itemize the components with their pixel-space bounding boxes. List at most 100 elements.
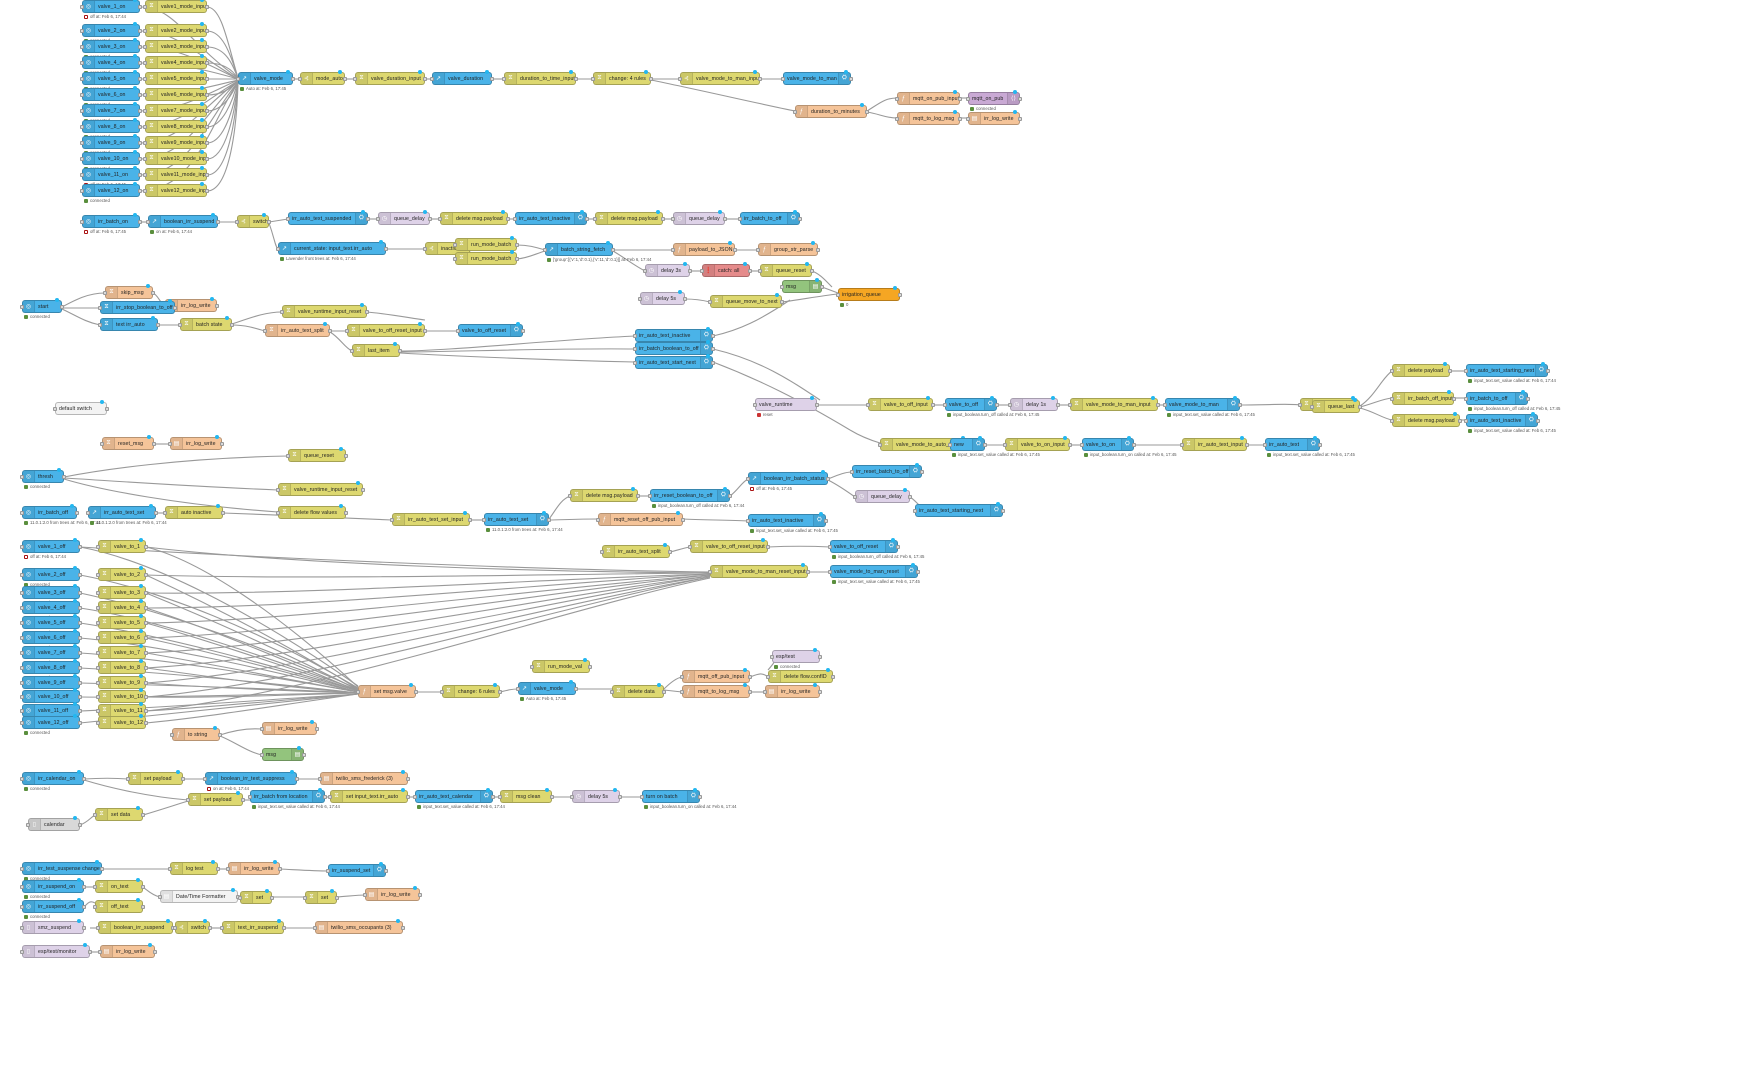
node-input-port[interactable] bbox=[143, 141, 147, 145]
node-output-port[interactable] bbox=[931, 403, 935, 407]
node-input-port[interactable] bbox=[80, 93, 84, 97]
node-input-port[interactable] bbox=[708, 570, 712, 574]
node-input-port[interactable] bbox=[286, 217, 290, 221]
node-output-port[interactable] bbox=[1526, 397, 1530, 401]
flow-node-valve-10-on[interactable]: ◎valve_10_on bbox=[82, 152, 140, 165]
flow-node-valve-mode[interactable]: ↗valve_mode bbox=[238, 72, 293, 85]
flow-node-boolean-irr-suspend[interactable]: ⧖boolean_irr_suspend bbox=[98, 921, 173, 934]
node-input-port[interactable] bbox=[298, 77, 302, 81]
flow-node-valve-1-off[interactable]: ◎valve_1_off bbox=[22, 540, 80, 553]
node-input-port[interactable] bbox=[143, 29, 147, 33]
flow-node-irr-auto-text-set[interactable]: ↗irr_auto_text_set bbox=[88, 506, 156, 519]
node-input-port[interactable] bbox=[20, 573, 24, 577]
node-input-port[interactable] bbox=[146, 220, 150, 224]
node-output-port[interactable] bbox=[144, 721, 148, 725]
node-input-port[interactable] bbox=[143, 109, 147, 113]
node-input-port[interactable] bbox=[96, 666, 100, 670]
flow-node-irr-suspend-set[interactable]: irr_suspend_set⛭ bbox=[328, 864, 386, 877]
node-input-port[interactable] bbox=[345, 329, 349, 333]
node-output-port[interactable] bbox=[205, 93, 209, 97]
node-input-port[interactable] bbox=[20, 305, 24, 309]
node-input-port[interactable] bbox=[173, 926, 177, 930]
node-input-port[interactable] bbox=[600, 550, 604, 554]
node-input-port[interactable] bbox=[20, 709, 24, 713]
node-output-port[interactable] bbox=[218, 733, 222, 737]
node-output-port[interactable] bbox=[1238, 403, 1242, 407]
flow-node-irr-auto-text-inactive[interactable]: irr_auto_text_inactive⛭ bbox=[515, 212, 587, 225]
node-output-port[interactable] bbox=[748, 269, 752, 273]
node-output-port[interactable] bbox=[205, 77, 209, 81]
node-input-port[interactable] bbox=[220, 926, 224, 930]
node-input-port[interactable] bbox=[143, 61, 147, 65]
flow-node-irr-batch-boolean-to-off[interactable]: irr_batch_boolean_to_off⛭ bbox=[635, 342, 713, 355]
node-input-port[interactable] bbox=[126, 777, 130, 781]
node-output-port[interactable] bbox=[824, 519, 828, 523]
node-input-port[interactable] bbox=[1298, 403, 1302, 407]
node-output-port[interactable] bbox=[1132, 443, 1136, 447]
node-output-port[interactable] bbox=[384, 247, 388, 251]
node-input-port[interactable] bbox=[568, 494, 572, 498]
flow-node-delete-payload[interactable]: ⧖delete payload bbox=[1392, 364, 1450, 377]
flow-node-calendar[interactable]: ▯calendar bbox=[28, 818, 80, 831]
node-input-port[interactable] bbox=[80, 109, 84, 113]
node-input-port[interactable] bbox=[20, 621, 24, 625]
flow-node-valve-to-1[interactable]: ⧖valve_to_1 bbox=[98, 540, 146, 553]
node-input-port[interactable] bbox=[502, 77, 506, 81]
node-output-port[interactable] bbox=[683, 297, 687, 301]
node-output-port[interactable] bbox=[681, 518, 685, 522]
node-output-port[interactable] bbox=[958, 117, 962, 121]
flow-node-delete-data[interactable]: ⧖delete data bbox=[612, 685, 664, 698]
node-input-port[interactable] bbox=[20, 905, 24, 909]
flow-node-irr-auto-text-inactive[interactable]: irr_auto_text_inactive⛭ bbox=[748, 514, 826, 527]
node-input-port[interactable] bbox=[453, 257, 457, 261]
node-input-port[interactable] bbox=[948, 443, 952, 447]
node-input-port[interactable] bbox=[453, 243, 457, 247]
flow-node-irr-batch-off[interactable]: ◎irr_batch_off bbox=[22, 506, 77, 519]
node-input-port[interactable] bbox=[80, 5, 84, 9]
node-output-port[interactable] bbox=[141, 885, 145, 889]
node-input-port[interactable] bbox=[438, 217, 442, 221]
flow-node-valve-runtime-input-reset[interactable]: ⧖valve_runtime_input_reset bbox=[282, 305, 367, 318]
node-input-port[interactable] bbox=[80, 77, 84, 81]
node-input-port[interactable] bbox=[828, 570, 832, 574]
node-output-port[interactable] bbox=[267, 220, 271, 224]
flow-node-valve-to-4[interactable]: ⧖valve_to_4 bbox=[98, 601, 146, 614]
node-output-port[interactable] bbox=[153, 950, 157, 954]
node-output-port[interactable] bbox=[1452, 397, 1456, 401]
flow-node-irr-auto-text-start-next[interactable]: irr_auto_text_start_next⛭ bbox=[635, 356, 713, 369]
node-input-port[interactable] bbox=[80, 45, 84, 49]
node-output-port[interactable] bbox=[344, 454, 348, 458]
node-input-port[interactable] bbox=[20, 721, 24, 725]
node-input-port[interactable] bbox=[96, 681, 100, 685]
node-output-port[interactable] bbox=[78, 591, 82, 595]
flow-node-default-switch[interactable]: default switch bbox=[55, 402, 107, 415]
flow-node-valve-to-off[interactable]: valve_to_off⛭ bbox=[945, 398, 997, 411]
flow-node-irr-suspend-off[interactable]: ◎irr_suspend_off bbox=[22, 900, 84, 913]
flow-node-esp-test-monitor[interactable]: ▯esp/test/monitor bbox=[22, 945, 90, 958]
node-input-port[interactable] bbox=[1080, 443, 1084, 447]
flow-node-irr-log-write[interactable]: ▤irr_log_write bbox=[100, 945, 155, 958]
node-output-port[interactable] bbox=[144, 591, 148, 595]
node-input-port[interactable] bbox=[96, 695, 100, 699]
flow-node-queue-move-to-next[interactable]: ⧖queue_move_to_next bbox=[710, 295, 782, 308]
node-input-port[interactable] bbox=[1390, 419, 1394, 423]
node-output-port[interactable] bbox=[138, 77, 142, 81]
node-input-port[interactable] bbox=[158, 895, 162, 899]
flow-node-change-4-rules[interactable]: ⧖change: 4 rules bbox=[593, 72, 651, 85]
node-input-port[interactable] bbox=[143, 45, 147, 49]
flow-node-valve-4-on[interactable]: ◎valve_4_on bbox=[82, 56, 140, 69]
flow-node-irr-auto-text-inactive[interactable]: irr_auto_text_inactive⛭ bbox=[635, 329, 713, 342]
node-input-port[interactable] bbox=[20, 681, 24, 685]
node-output-port[interactable] bbox=[711, 347, 715, 351]
node-output-port[interactable] bbox=[1156, 403, 1160, 407]
node-output-port[interactable] bbox=[343, 77, 347, 81]
node-output-port[interactable] bbox=[88, 950, 92, 954]
node-input-port[interactable] bbox=[20, 606, 24, 610]
node-input-port[interactable] bbox=[1180, 443, 1184, 447]
node-output-port[interactable] bbox=[144, 695, 148, 699]
node-output-port[interactable] bbox=[711, 361, 715, 365]
node-output-port[interactable] bbox=[144, 709, 148, 713]
node-input-port[interactable] bbox=[688, 545, 692, 549]
